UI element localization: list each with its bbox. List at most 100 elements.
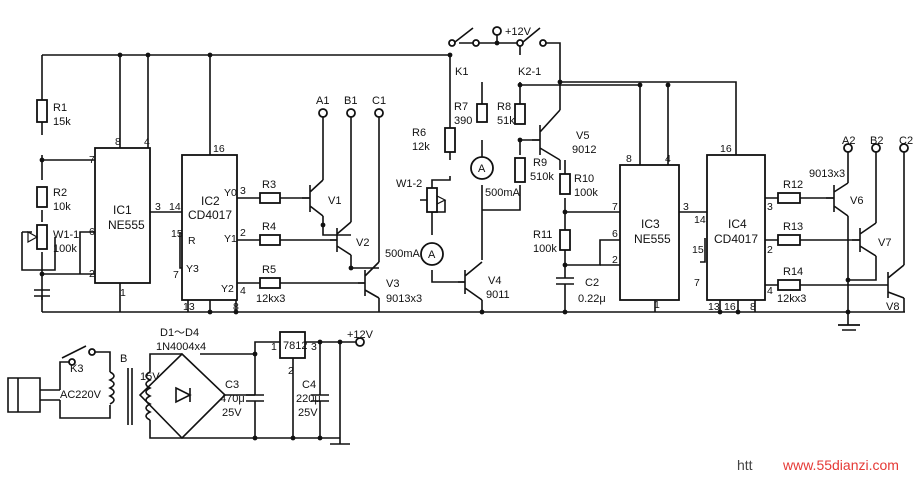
label-ic4: IC4	[728, 217, 747, 231]
resistors	[27, 99, 801, 291]
label-r7: R7	[454, 101, 468, 113]
type-ic2: CD4017	[188, 208, 232, 222]
label-transformer: B	[120, 353, 127, 365]
label-k1: K1	[455, 66, 468, 78]
pin-label: 13	[708, 301, 720, 313]
pin-numbers: 8 4 7 6 2 1 3 16 14 15 7 13 8 Y0 Y1 Y2 R…	[89, 136, 773, 377]
label-c3: C3	[225, 379, 239, 391]
pin-label: 3	[683, 201, 689, 213]
pin-label: R	[188, 235, 196, 247]
pin-label: Y1	[224, 233, 237, 245]
pin-label: 3	[155, 201, 161, 213]
capacitors	[34, 277, 574, 415]
resistor-r5	[259, 277, 281, 289]
pin-label: 13	[183, 301, 195, 313]
value-c2: 0.22μ	[578, 293, 606, 305]
value-c4: 220μ	[296, 393, 321, 405]
label-b1: B1	[344, 95, 357, 107]
resistor-r12	[777, 192, 801, 204]
regulator-7812	[279, 331, 306, 359]
value-r14: 12kx3	[777, 293, 806, 305]
label-ac220v: AC220V	[60, 389, 102, 401]
junction-dots	[39, 40, 851, 441]
label-v5: V5	[576, 130, 589, 142]
pin-label: 8	[626, 153, 632, 165]
value-v3: 9013x3	[386, 293, 422, 305]
type-ic4: CD4017	[714, 232, 758, 246]
label-w1-2: W1-2	[396, 178, 422, 190]
label-12v-out: +12V	[347, 329, 374, 341]
ic3-ne555	[619, 164, 680, 301]
pin-label: 6	[612, 228, 618, 240]
watermark-prefix: htt	[737, 457, 753, 473]
type-ic1: NE555	[108, 218, 145, 232]
label-ic1: IC1	[113, 203, 132, 217]
pot-w1-2	[426, 187, 438, 213]
label-a2: A2	[842, 135, 855, 147]
label-k2-1: K2-1	[518, 66, 541, 78]
wiring	[21, 42, 905, 445]
pin-label: 14	[694, 214, 706, 226]
ammeter-1	[470, 156, 494, 180]
resistor-r1	[36, 99, 48, 123]
type-ic3: NE555	[634, 232, 671, 246]
pin-label: 4	[144, 136, 150, 148]
label-500ma-1: 500mA	[485, 187, 521, 199]
label-v2: V2	[356, 237, 369, 249]
label-r2: R2	[53, 187, 67, 199]
ic2-cd4017	[181, 154, 238, 301]
label-500ma-2: 500mA	[385, 248, 421, 260]
value-r7: 390	[454, 115, 472, 127]
resistor-r13	[777, 234, 801, 246]
resistor-r2	[36, 186, 48, 208]
pin-label: 2	[612, 254, 618, 266]
pin-label: 2	[89, 268, 95, 280]
value-r2: 10k	[53, 201, 71, 213]
pin-label: 7	[173, 269, 179, 281]
label-r1: R1	[53, 102, 67, 114]
pin-label: 2	[288, 365, 294, 377]
resistor-r7	[476, 103, 488, 123]
component-labels: R1 15k R2 10k W1-1 100k IC1 NE555 IC2 CD…	[53, 26, 913, 419]
value-r8: 51k	[497, 115, 515, 127]
pin-label: 1	[271, 341, 277, 353]
pin-label: 8	[233, 301, 239, 313]
label-v6: V6	[850, 195, 863, 207]
value-r6: 12k	[412, 141, 430, 153]
value-w1-1: 100k	[53, 243, 77, 255]
label-d1-d4: D1～D4	[160, 327, 199, 339]
pin-label: 8	[750, 301, 756, 313]
watermark-site: www.55dianzi.com	[782, 457, 899, 473]
label-c4: C4	[302, 379, 316, 391]
pin-label: 1	[120, 287, 126, 299]
label-a1: A1	[316, 95, 329, 107]
label-ic3: IC3	[641, 217, 660, 231]
resistor-r14	[777, 279, 801, 291]
bridge-rectifier	[138, 352, 227, 440]
pin-label: 3	[767, 201, 773, 213]
meter-a-1: A	[478, 163, 486, 175]
value-r9: 510k	[530, 171, 554, 183]
resistor-r9	[514, 157, 526, 183]
value-r10: 100k	[574, 187, 598, 199]
value-d1-d4: 1N4004x4	[156, 341, 206, 353]
transistors	[302, 109, 905, 301]
value-r12: 9013x3	[809, 168, 845, 180]
value-r5: 12kx3	[256, 293, 285, 305]
switches	[61, 27, 547, 366]
label-v3: V3	[386, 278, 399, 290]
label-r6: R6	[412, 127, 426, 139]
value-r1: 15k	[53, 116, 71, 128]
label-r3: R3	[262, 179, 276, 191]
pin-label: 14	[169, 201, 181, 213]
pot-w1-1	[36, 224, 48, 250]
label-r9: R9	[533, 157, 547, 169]
pin-label: Y0	[224, 187, 237, 199]
value-v4: 9011	[486, 289, 510, 301]
label-r8: R8	[497, 101, 511, 113]
value-r11: 100k	[533, 243, 557, 255]
label-c2: C2	[585, 277, 599, 289]
pin-label: 15	[692, 244, 704, 256]
pin-label: 15	[171, 228, 183, 240]
